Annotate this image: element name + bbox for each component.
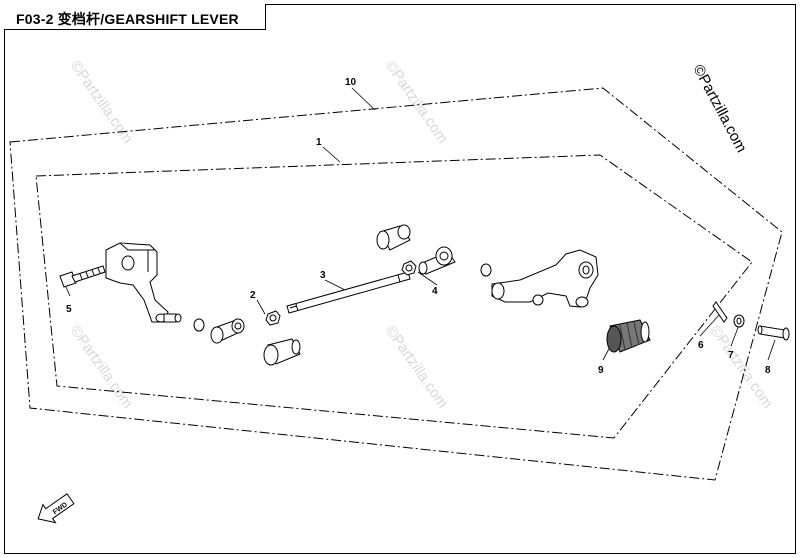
callout-2: 2 — [250, 290, 256, 301]
watermark-main: ©Partzilla.com — [689, 62, 750, 156]
gearshift-pedal — [491, 249, 599, 308]
rod-end-left — [210, 318, 245, 344]
circlip — [193, 318, 205, 332]
leader-lines — [65, 87, 776, 361]
assembly-1-boundary — [35, 154, 753, 439]
callout-5: 5 — [66, 304, 72, 315]
circlip — [480, 263, 492, 277]
diagram-frame — [4, 4, 796, 554]
callout-6: 6 — [698, 340, 704, 351]
rod-end-right — [418, 246, 456, 275]
watermark-text: ©Partzilla.com — [67, 323, 137, 412]
part-3-shift-rod — [286, 271, 411, 314]
part-2-nut — [265, 310, 281, 326]
callout-7: 7 — [728, 350, 734, 361]
part-7-washer — [733, 314, 745, 328]
fwd-arrow-icon: FWD — [37, 493, 75, 524]
part-9-pedal-rubber — [606, 319, 651, 353]
watermark-text: ©Partzilla.com — [382, 323, 452, 412]
callout-4: 4 — [432, 286, 438, 297]
part-5-bolt — [59, 265, 106, 288]
callout-1: 1 — [316, 137, 322, 148]
callout-10: 10 — [345, 77, 357, 88]
part-8-pivot-pin — [757, 325, 790, 341]
rod-cover-boot — [263, 338, 301, 366]
part-4-nut — [401, 260, 417, 276]
page-title: F03-2 变档杆/GEARSHIFT LEVER — [16, 11, 239, 27]
callout-9: 9 — [598, 365, 604, 376]
watermarks: ©Partzilla.com ©Partzilla.com ©Partzilla… — [67, 58, 777, 412]
callout-3: 3 — [320, 270, 326, 281]
callout-8: 8 — [765, 365, 771, 376]
title-box: F03-2 变档杆/GEARSHIFT LEVER — [4, 4, 266, 30]
watermark-text: ©Partzilla.com — [382, 58, 452, 147]
left-shift-arm — [105, 242, 182, 323]
part-6-cotter-pin — [712, 301, 728, 323]
rod-end-upper — [376, 224, 411, 251]
